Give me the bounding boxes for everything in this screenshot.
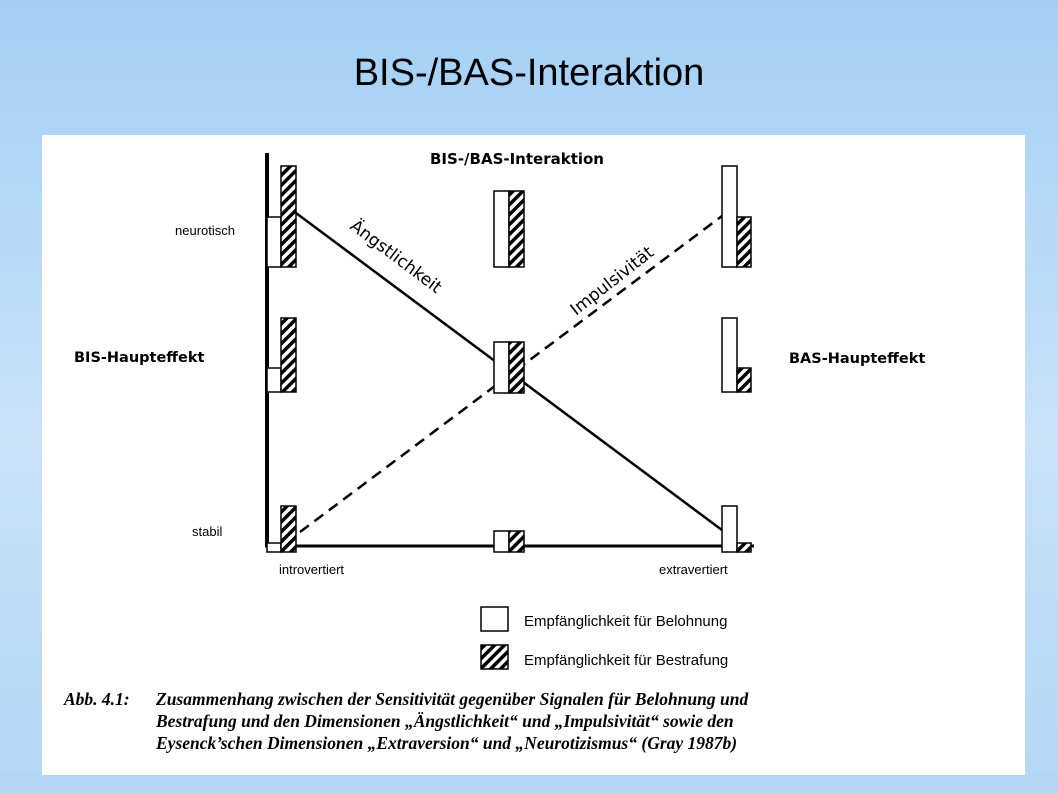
bar-pair-introvert-neurotic (266, 165, 297, 268)
legend-label-reward: Empfänglichkeit für Belohnung (524, 613, 727, 630)
bar-pair-center-middle (493, 341, 525, 394)
x-label-introvert: introvertiert (279, 562, 344, 577)
anxiety-line-label: Ängstlichkeit (346, 215, 446, 298)
diagram-svg: BIS-/BAS-Interaktion BIS-Haupteffekt BAS… (74, 150, 925, 670)
bar-pair-introvert-middle (266, 317, 297, 393)
bas-main-effect-label: BAS-Haupteffekt (789, 351, 925, 367)
figure-panel: BIS-/BAS-Interaktion BIS-Haupteffekt BAS… (42, 135, 1025, 775)
caption-label: Abb. 4.1: (64, 689, 130, 709)
legend: Empfänglichkeit für Belohnung Empfänglic… (480, 606, 728, 670)
figure-caption: Abb. 4.1: Zusammenhang zwischen der Sensi… (64, 688, 1014, 754)
legend-swatch-reward (480, 606, 509, 632)
legend-swatch-punishment (480, 644, 509, 670)
bar-pair-center-top (493, 190, 525, 268)
bar-pair-extravert-middle (721, 317, 752, 393)
caption-line-2: Bestrafung und den Dimensionen „Ängstlic… (64, 710, 1014, 732)
bar-pair-extravert-stable (721, 505, 752, 553)
bar-pair-center-bottom (493, 530, 525, 553)
caption-text-1: Zusammenhang zwischen der Sensitivität g… (156, 689, 749, 709)
caption-text-2: Bestrafung und den Dimensionen „Ängstlic… (156, 711, 734, 731)
bar-pair-extravert-neurotic (721, 165, 752, 268)
impulsivity-line (299, 214, 723, 534)
y-label-stable: stabil (192, 524, 222, 539)
bar-pair-introvert-stable (266, 505, 297, 553)
bis-main-effect-label: BIS-Haupteffekt (74, 350, 205, 366)
x-label-extravert: extravertiert (659, 562, 728, 577)
figure-top-title: BIS-/BAS-Interaktion (430, 150, 604, 168)
y-label-neurotic: neurotisch (175, 223, 235, 238)
caption-line-1: Abb. 4.1: Zusammenhang zwischen der Sensi… (64, 688, 1014, 710)
legend-label-punishment: Empfänglichkeit für Bestrafung (524, 652, 728, 669)
impulsivity-line-label: Impulsivität (567, 242, 658, 320)
caption-text-3: Eysenck’schen Dimensionen „Extraversion“… (156, 733, 738, 753)
slide-title: BIS-/BAS-Interaktion (353, 52, 705, 94)
caption-line-3: Eysenck’schen Dimensionen „Extraversion“… (64, 732, 1014, 754)
